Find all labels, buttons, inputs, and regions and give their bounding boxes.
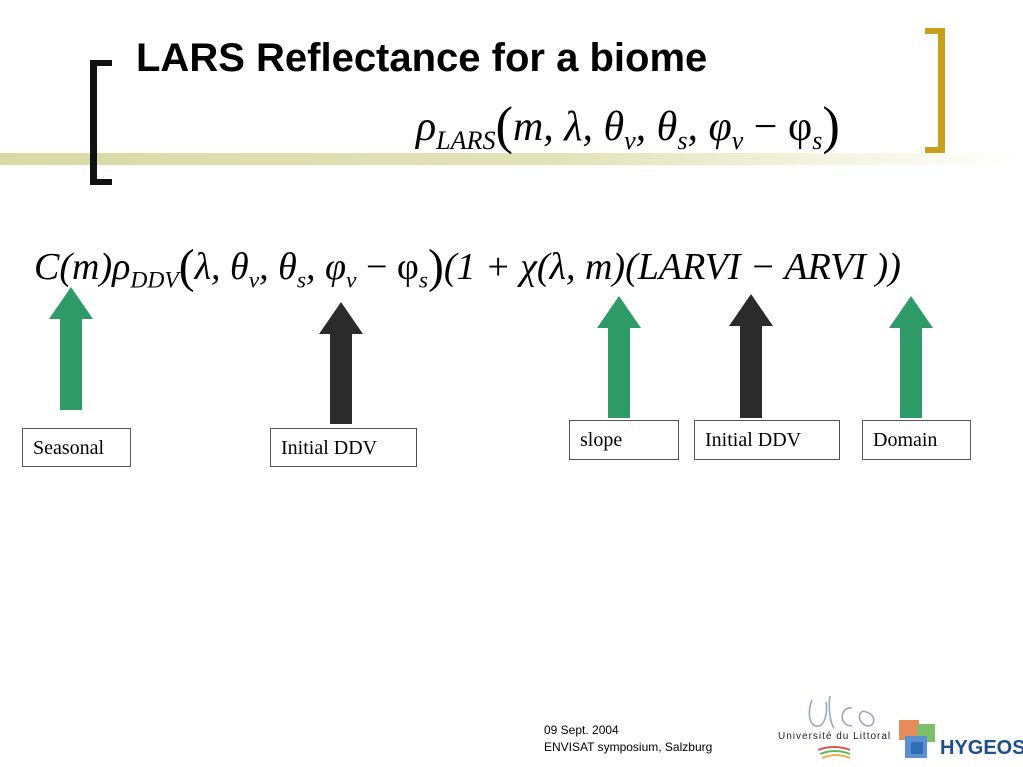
footer-date: 09 Sept. 2004 bbox=[544, 723, 619, 737]
arrow-slope bbox=[597, 296, 641, 418]
right-bracket bbox=[925, 28, 945, 153]
formula-rest: (1 + χ(λ, m)(LARVI − ARVI )) bbox=[443, 246, 901, 289]
subscript-s: s bbox=[296, 267, 306, 294]
arrow-up-icon bbox=[319, 302, 363, 424]
subscript-s: s bbox=[418, 267, 429, 294]
open-paren: ( bbox=[178, 241, 195, 293]
footer-event: ENVISAT symposium, Salzburg bbox=[544, 740, 713, 754]
arrow-initial-ddv-1 bbox=[319, 302, 363, 424]
slide-title: LARS Reflectance for a biome bbox=[136, 36, 708, 80]
subscript-v: v bbox=[624, 125, 636, 155]
hygeos-logo-text: HYGEOS bbox=[940, 737, 1023, 759]
formula-minus: − φ bbox=[356, 246, 419, 289]
ulco-logo-text: Université du Littoral bbox=[778, 731, 892, 742]
rho-subscript: DDV bbox=[130, 267, 179, 294]
footer-info: 09 Sept. 2004 ENVISAT symposium, Salzbur… bbox=[544, 722, 712, 756]
arrow-initial-ddv-2 bbox=[729, 294, 773, 418]
formula-args: λ, θ bbox=[194, 246, 249, 289]
lars-formula: ρLARS(m, λ, θv, θs, φv − φs) bbox=[416, 96, 840, 156]
title-band bbox=[0, 153, 1023, 165]
subscript-s: s bbox=[812, 125, 823, 155]
subscript-v: v bbox=[731, 125, 744, 155]
main-formula: C(m)ρDDV(λ, θv, θs, φv − φs)(1 + χ(λ, m)… bbox=[34, 240, 901, 294]
label-initial-ddv-2: Initial DDV bbox=[694, 420, 840, 460]
label-initial-ddv-1: Initial DDV bbox=[270, 428, 417, 467]
left-bracket bbox=[90, 60, 112, 185]
hygeos-logo-icon bbox=[899, 720, 935, 758]
rho-symbol: ρ bbox=[416, 103, 437, 150]
rho-subscript: LARS bbox=[436, 125, 496, 155]
open-paren: ( bbox=[495, 97, 513, 155]
subscript-v: v bbox=[346, 267, 357, 294]
arrow-up-icon bbox=[597, 296, 641, 418]
subscript-v: v bbox=[248, 267, 260, 294]
arrow-domain bbox=[889, 296, 933, 418]
subscript-s: s bbox=[677, 125, 688, 155]
label-slope: slope bbox=[569, 420, 679, 460]
label-seasonal: Seasonal bbox=[22, 428, 131, 467]
label-domain: Domain bbox=[862, 420, 971, 460]
arrow-seasonal bbox=[49, 287, 93, 410]
arrow-up-icon bbox=[729, 294, 773, 418]
arrow-up-icon bbox=[49, 287, 93, 410]
c-m-rho: C(m)ρ bbox=[34, 246, 131, 289]
close-paren: ) bbox=[822, 97, 840, 155]
formula-minus: − φ bbox=[743, 103, 813, 150]
ulco-logo-icon bbox=[808, 695, 875, 759]
formula-sep: , θ bbox=[635, 103, 678, 150]
formula-args: m, λ, θ bbox=[512, 103, 625, 150]
formula-sep: , θ bbox=[259, 246, 297, 289]
arrow-up-icon bbox=[889, 296, 933, 418]
formula-sep: , φ bbox=[306, 246, 347, 289]
close-paren: ) bbox=[428, 241, 444, 293]
formula-sep: , φ bbox=[687, 103, 732, 150]
